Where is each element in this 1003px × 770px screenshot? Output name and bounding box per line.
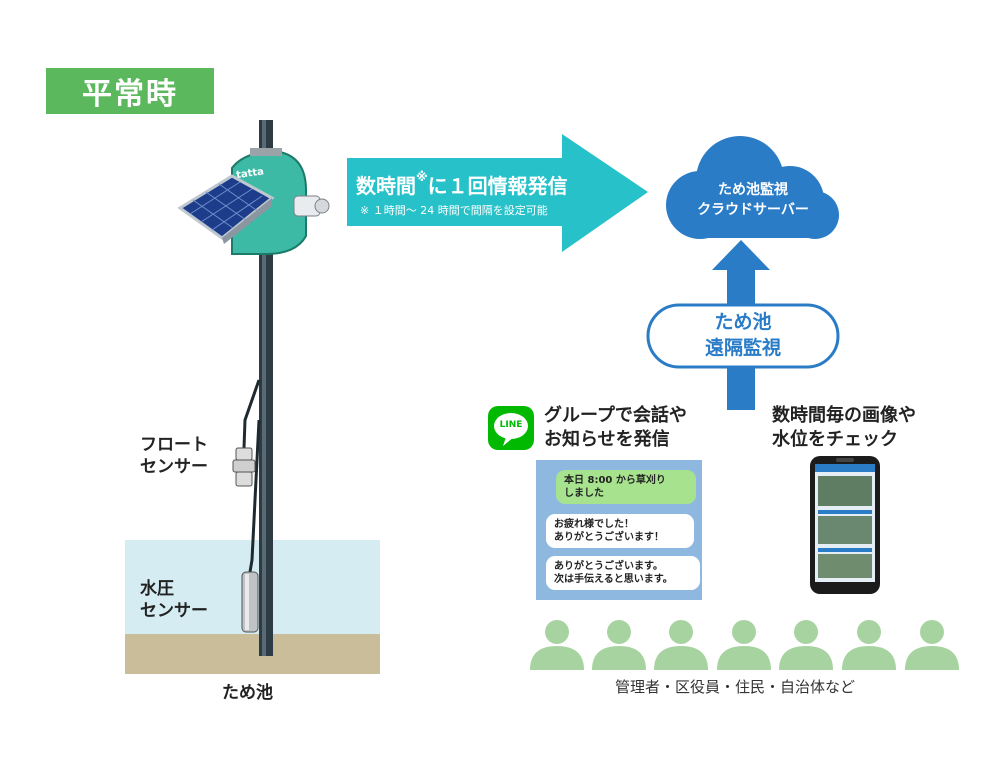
float-sensor-label: フロート センサー [140,435,208,477]
transmit-subtitle: ※ １時間〜 24 時間で間隔を設定可能 [360,204,548,217]
person-icon [530,620,584,670]
pond-soil [125,634,380,674]
person-icon [717,620,771,670]
float-sensor [232,447,256,487]
smartphone [810,456,880,594]
chat-message-sent: 本日 8:00 から草刈り しました [556,470,696,504]
line-chat-window: 本日 8:00 から草刈り しました お疲れ様でした！ ありがとうございます！ … [536,460,702,600]
cloud-label: ため池監視 クラウドサーバー [697,182,809,218]
solar-panel [177,174,275,244]
person-icon [905,620,959,670]
phone-caption: 数時間毎の画像や 水位をチェック [772,405,916,450]
line-caption: グループで会話や お知らせを発信 [544,405,687,450]
people-group [530,620,959,670]
person-icon [842,620,896,670]
pressure-sensor [241,571,259,633]
person-icon [654,620,708,670]
line-app-icon [488,406,534,450]
pond-label: ため池 [222,683,273,703]
line-icon-text: LINE [499,420,523,430]
chat-message-received: お疲れ様でした！ ありがとうございます！ [546,514,694,548]
person-icon [779,620,833,670]
mode-badge: 平常時 [46,68,214,114]
remote-monitor-label: ため池 遠隔監視 [704,311,781,359]
person-icon [592,620,646,670]
transmit-arrow [347,134,648,252]
sensor-cable [242,379,261,573]
pressure-sensor-label: 水圧 センサー [140,579,208,621]
transmit-title: 数時間※に１回情報発信 [356,170,568,198]
cloud-server [666,136,839,239]
people-caption: 管理者・区役員・住民・自治体など [614,678,855,696]
chat-message-received: ありがとうございます。 次は手伝えると思います。 [546,556,700,590]
remote-monitor-pill [646,303,840,369]
